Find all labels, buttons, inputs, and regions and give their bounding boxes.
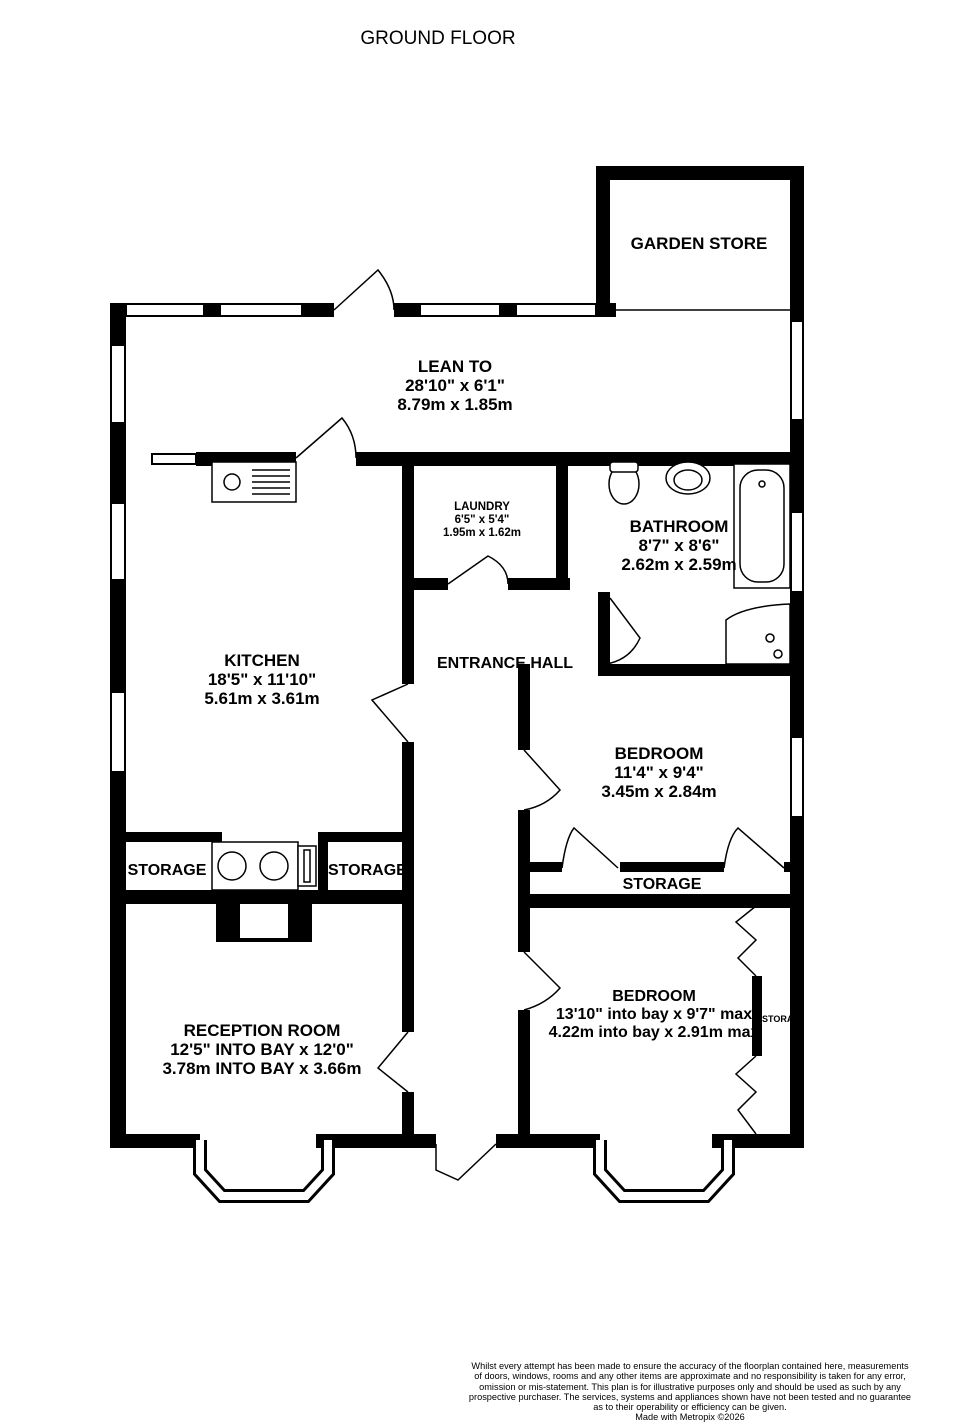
reception-room-label: RECEPTION ROOM 12'5" INTO BAY x 12'0" 3.… xyxy=(134,1021,390,1078)
room-dimensions-imperial: 12'5" INTO BAY x 12'0" xyxy=(170,1040,354,1060)
room-name: STORAGE xyxy=(762,1014,790,1024)
shower-icon xyxy=(725,603,791,665)
room-dimensions-imperial: 18'5" x 11'10" xyxy=(207,670,317,690)
fixtures xyxy=(211,461,791,891)
doors xyxy=(295,268,785,1181)
windows xyxy=(110,303,804,818)
bedroom-1-label: BEDROOM 11'4" x 9'4" 3.45m x 2.84m xyxy=(556,744,762,801)
room-name: STORAGE xyxy=(622,876,702,893)
disclaimer-line: as to their operability or efficiency ca… xyxy=(593,1402,787,1413)
room-dimensions-metric: 3.45m x 2.84m xyxy=(601,782,717,802)
room-name: BEDROOM xyxy=(612,988,696,1005)
garden-store-label: GARDEN STORE xyxy=(606,234,792,253)
room-dimensions-imperial: 13'10" into bay x 9'7" max xyxy=(555,1005,753,1023)
room-name: GARDEN STORE xyxy=(630,234,768,253)
room-dimensions-imperial: 11'4" x 9'4" xyxy=(614,763,704,783)
page-title: GROUND FLOOR xyxy=(360,28,516,49)
bay-windows xyxy=(193,1140,735,1203)
room-dimensions-metric: 4.22m into bay x 2.91m max xyxy=(548,1023,760,1041)
room-dimensions-metric: 5.61m x 3.61m xyxy=(204,689,320,709)
bedroom-2-label: BEDROOM 13'10" into bay x 9'7" max 4.22m… xyxy=(508,988,800,1042)
chimney-breast xyxy=(216,904,312,942)
room-dimensions-imperial: 6'5" x 5'4" xyxy=(454,513,510,526)
room-name: STORAGE xyxy=(127,862,207,879)
room-name: STORAGE xyxy=(328,862,404,879)
credit-line: Made with Metropix ©2026 xyxy=(635,1412,745,1423)
room-dimensions-metric: 8.79m x 1.85m xyxy=(397,395,513,415)
room-dimensions-metric: 3.78m INTO BAY x 3.66m xyxy=(162,1059,362,1079)
disclaimer: Whilst every attempt has been made to en… xyxy=(440,1361,940,1423)
storage-left-label: STORAGE xyxy=(122,862,212,880)
walls xyxy=(110,166,804,1148)
bedroom-2-storage-label: STORAGE xyxy=(762,1014,790,1024)
storage-mid-label: STORAGE xyxy=(328,862,404,880)
storage-bedroom-label: STORAGE xyxy=(580,876,744,894)
lean-to-label: LEAN TO 28'10" x 6'1" 8.79m x 1.85m xyxy=(330,357,580,414)
room-name: BATHROOM xyxy=(629,517,729,536)
room-name: ENTRANCE HALL xyxy=(437,655,573,672)
room-dimensions-imperial: 8'7" x 8'6" xyxy=(638,536,720,556)
room-name: KITCHEN xyxy=(224,651,300,670)
room-name: RECEPTION ROOM xyxy=(183,1021,341,1040)
disclaimer-line: Whilst every attempt has been made to en… xyxy=(471,1361,909,1371)
room-name: LEAN TO xyxy=(417,357,493,376)
entrance-hall-label: ENTRANCE HALL xyxy=(420,655,590,673)
disclaimer-line: omission or mis-statement. This plan is … xyxy=(479,1381,901,1392)
disclaimer-line: of doors, windows, rooms and any other i… xyxy=(474,1371,906,1382)
disclaimer-line: prospective purchaser. The services, sys… xyxy=(468,1391,912,1402)
room-name: LAUNDRY xyxy=(454,501,510,513)
bathroom-label: BATHROOM 8'7" x 8'6" 2.62m x 2.59m xyxy=(580,517,778,574)
room-name: BEDROOM xyxy=(614,744,704,763)
room-dimensions-metric: 2.62m x 2.59m xyxy=(621,555,737,575)
laundry-label: LAUNDRY 6'5" x 5'4" 1.95m x 1.62m xyxy=(414,501,550,540)
room-dimensions-metric: 1.95m x 1.62m xyxy=(442,526,521,539)
kitchen-label: KITCHEN 18'5" x 11'10" 5.61m x 3.61m xyxy=(144,651,380,708)
room-dimensions-imperial: 28'10" x 6'1" xyxy=(405,376,505,396)
